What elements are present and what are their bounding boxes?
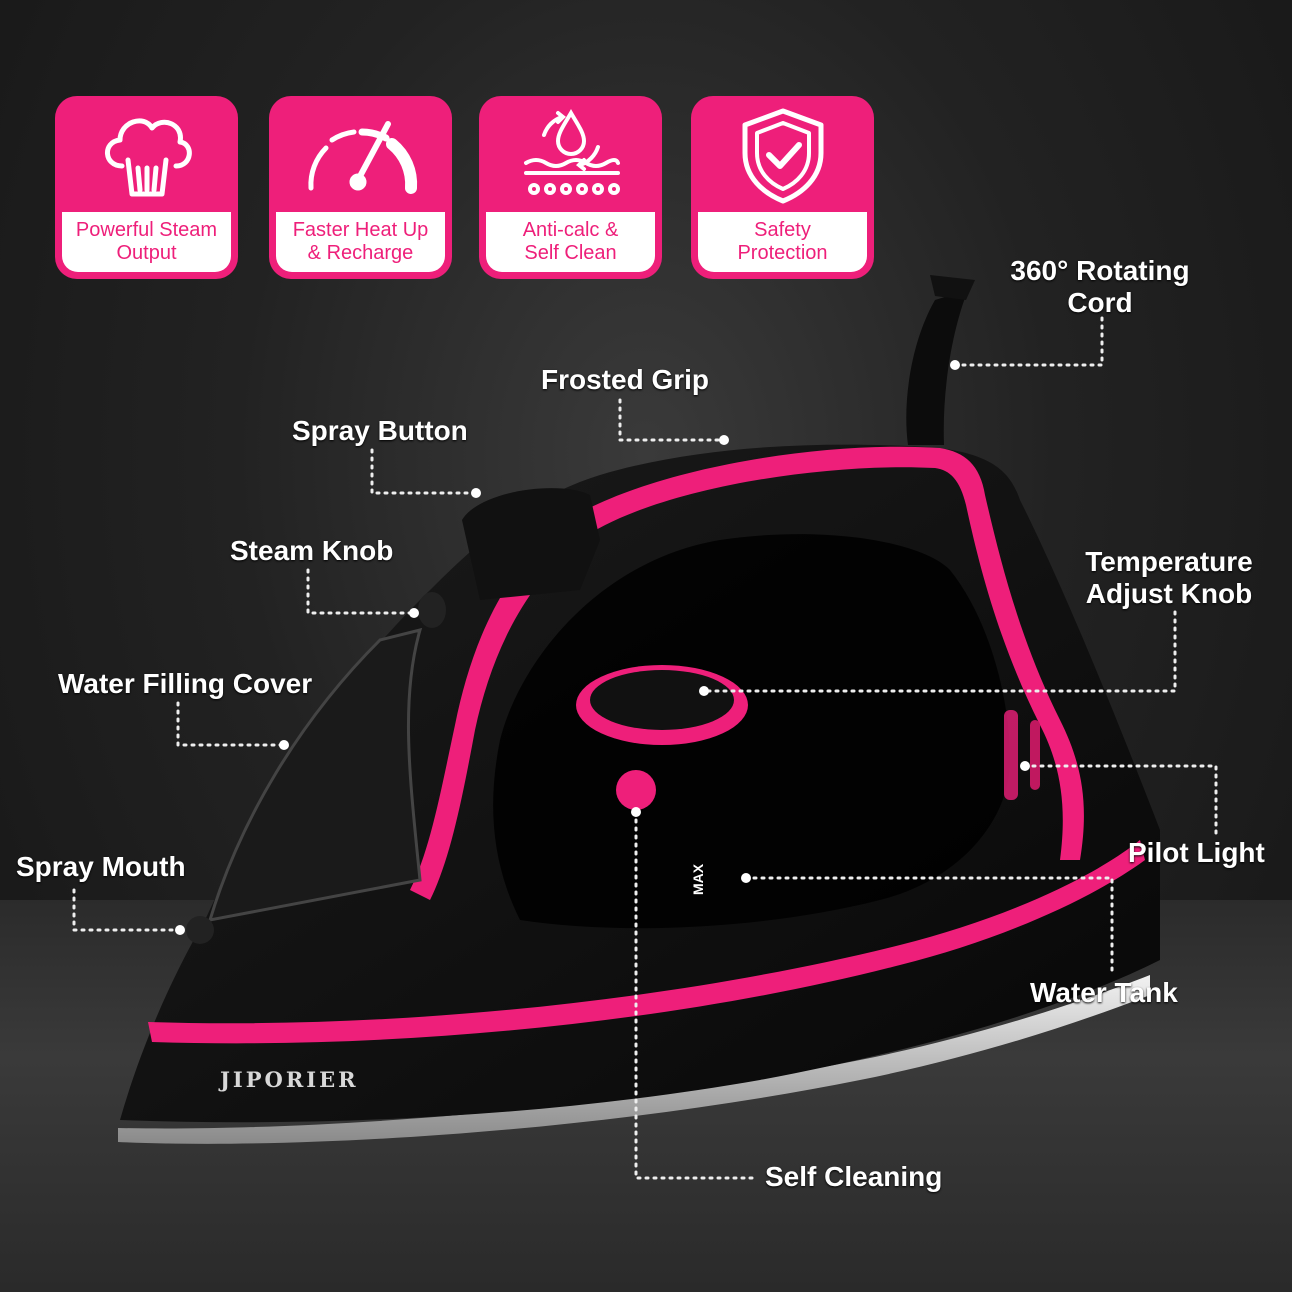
feature-card-steam: Powerful Steam Output xyxy=(55,96,238,279)
callout-self-cleaning: Self Cleaning xyxy=(765,1161,943,1192)
callout-water-tank: Water Tank xyxy=(1030,977,1178,1008)
front-tank xyxy=(207,627,423,922)
max-fill-mark: MAX xyxy=(690,863,706,895)
brand-logo: JIPORIER xyxy=(220,1067,359,1092)
feature-label: Faster Heat Up & Recharge xyxy=(292,219,429,264)
water-tank xyxy=(493,534,1010,929)
callout-water-filling-cover: Water Filling Cover xyxy=(58,668,313,699)
steam-knob xyxy=(418,592,446,628)
self-clean-button xyxy=(616,770,656,810)
pink-stripe xyxy=(148,840,1145,1044)
power-cord xyxy=(906,290,968,445)
feature-label: Powerful Steam Output xyxy=(75,219,218,264)
soleplate xyxy=(118,975,1150,1144)
anti-calc-icon xyxy=(523,109,620,195)
callout-frosted-grip: Frosted Grip xyxy=(541,364,710,395)
speedometer-icon xyxy=(307,121,417,194)
callout-spray-button: Spray Button xyxy=(292,415,468,446)
callout-pilot-light: Pilot Light xyxy=(1128,837,1265,868)
feature-label: Anti-calc & Self Clean xyxy=(522,219,619,264)
shield-check-icon xyxy=(742,108,823,204)
steam-cloud-icon xyxy=(104,117,192,196)
feature-card-anticalc: Anti-calc & Self Clean xyxy=(479,96,662,279)
spray-mouth xyxy=(186,916,214,944)
feature-card-safety: Safety Protection xyxy=(691,96,874,279)
callout-rotating-cord: 360° Rotating Cord xyxy=(1010,255,1190,318)
callout-temperature-knob: Temperature Adjust Knob xyxy=(1085,546,1253,609)
callout-steam-knob: Steam Knob xyxy=(230,535,394,566)
feature-card-heat: Faster Heat Up & Recharge xyxy=(269,96,452,279)
feature-label: Safety Protection xyxy=(737,219,828,264)
callout-spray-mouth: Spray Mouth xyxy=(16,851,186,882)
